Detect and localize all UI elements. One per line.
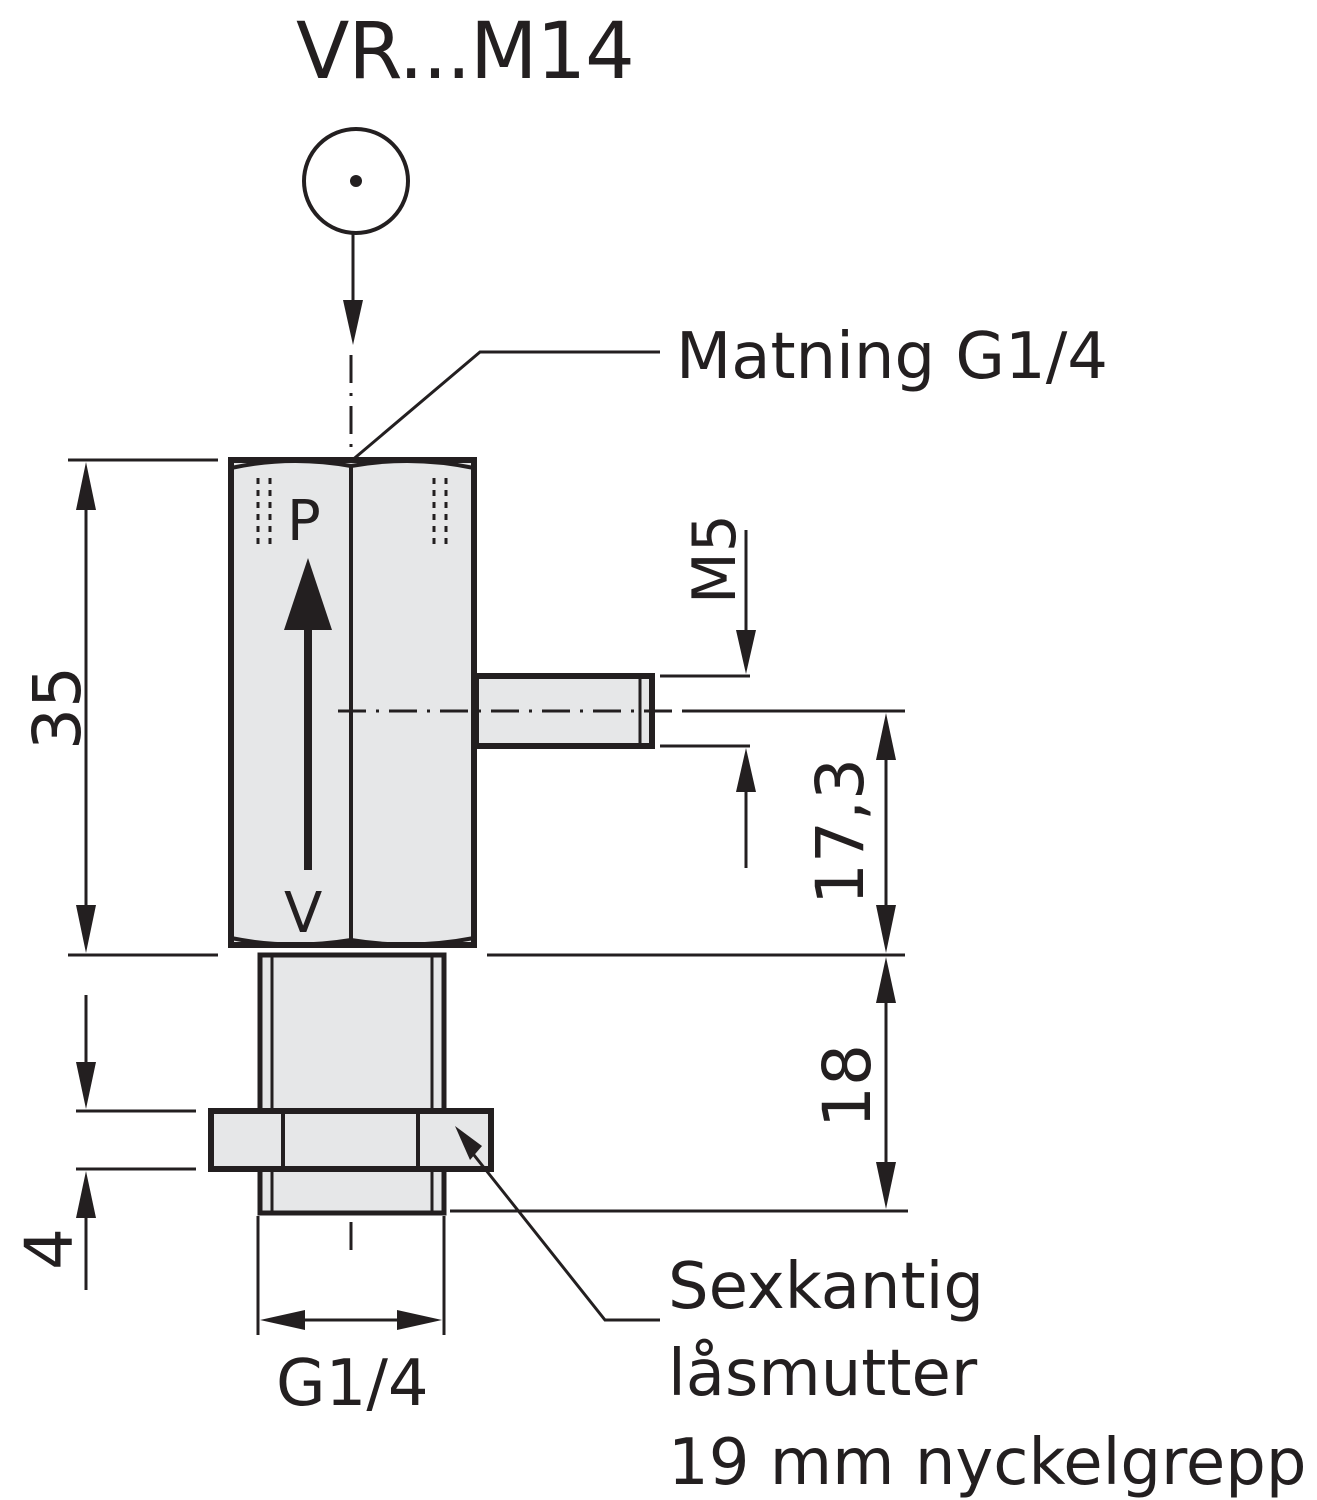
nut-label-line-1: Sexkantig (668, 1250, 984, 1324)
dimension-thread-width (256, 1216, 446, 1335)
dimension-35 (68, 458, 218, 957)
dimension-18 (450, 957, 908, 1213)
drawing-title: VR...M14 (296, 7, 634, 97)
dimension-35-label: 35 (19, 666, 96, 750)
dimension-17-3 (487, 709, 905, 957)
feed-leader-line (349, 350, 660, 464)
dimension-4-label: 4 (11, 1228, 88, 1270)
m5-side-port (338, 530, 756, 868)
flow-direction-arrow (284, 558, 332, 870)
thread-size-label: G1/4 (276, 1347, 429, 1421)
nut-label-line-2: låsmutter (668, 1337, 978, 1411)
hex-lock-nut (208, 1108, 494, 1172)
nut-leader-line (468, 1149, 660, 1322)
feed-label: Matning G1/4 (676, 320, 1108, 394)
valve-body (228, 457, 477, 948)
m5-label: M5 (680, 514, 750, 604)
threaded-stem (257, 952, 447, 1216)
dimension-4 (76, 995, 196, 1290)
dimension-17-3-label: 17,3 (802, 758, 879, 905)
dimension-18-label: 18 (809, 1044, 886, 1128)
nut-label-line-3: 19 mm nyckelgrepp (668, 1426, 1307, 1500)
vacuum-port-label: V (284, 881, 322, 946)
pressure-port-label: P (287, 489, 321, 554)
top-view-symbol (302, 127, 410, 345)
